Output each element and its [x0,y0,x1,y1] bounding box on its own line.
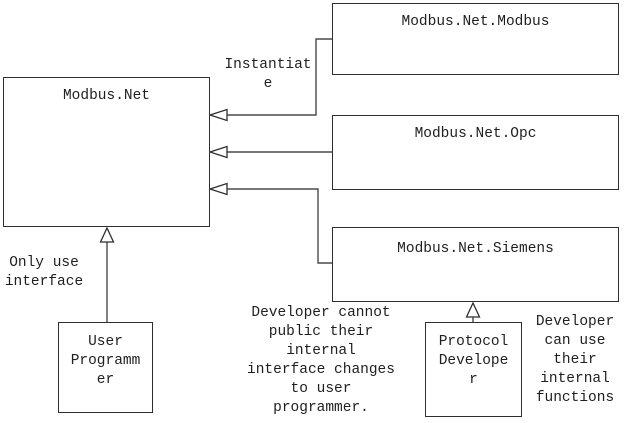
instantiate-arrow-opc [207,145,332,159]
instantiate-arrow-siemens [207,182,332,264]
modbus-net-modbus-box: Modbus.Net.Modbus [332,3,619,75]
modbus-net-siemens-box: Modbus.Net.Siemens [332,227,619,302]
modbus-net-box: Modbus.Net [3,77,210,227]
modbus-net-opc-box: Modbus.Net.Opc [332,115,619,190]
modbus-net-opc-label: Modbus.Net.Opc [414,126,537,142]
generalization-arrow-user-programmer [99,226,115,322]
user-programmer-box: User Programm er [58,322,153,413]
protocol-developer-label: Protocol Develope r [438,334,509,388]
developer-can-annotation: Developer can use their internal functio… [535,314,615,406]
generalization-arrow-protocol-developer [465,301,481,322]
modbus-net-label: Modbus.Net [62,88,150,104]
instantiate-annotation: Instantiat e [224,57,312,92]
modbus-net-modbus-label: Modbus.Net.Modbus [401,14,550,30]
modbus-net-siemens-label: Modbus.Net.Siemens [397,241,554,257]
user-programmer-label: User Programm er [70,334,141,388]
only-use-interface-annotation: Only use interface [4,255,84,290]
developer-cannot-annotation: Developer cannot public their internal i… [247,305,395,416]
instantiate-arrow-modbus [207,38,332,122]
protocol-developer-box: Protocol Develope r [425,322,522,417]
